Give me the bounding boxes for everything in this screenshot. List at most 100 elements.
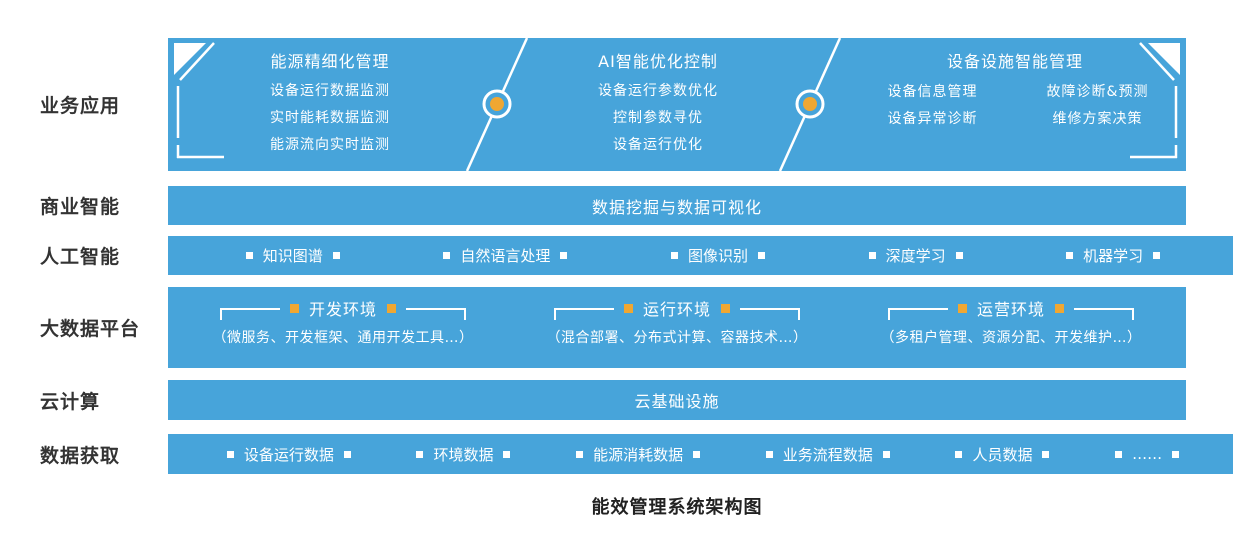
ai-item-label: 自然语言处理 [460,247,551,265]
column-item: 故障诊断&预测 [1046,84,1149,100]
bullet-square-icon [882,450,890,458]
column-item: 维修方案决策 [1052,111,1143,127]
column-item: 设备运行数据监测 [270,83,390,99]
bullet-square-icon [332,252,340,259]
orange-square-icon [623,303,633,313]
ai-item: 图像识别 [670,245,765,266]
bullet-square-icon [245,252,253,259]
bigdata-group-detail: （微服务、开发框架、通用开发工具…） [212,330,474,346]
bigdata-group-title: 开发环境 [308,300,377,319]
row-label-cloud-computing: 云计算 [40,390,101,413]
band-title: 云基础设施 [634,392,720,411]
ai-item: 自然语言处理 [443,245,568,266]
diagram-caption: 能效管理系统架构图 [591,497,763,518]
bullet-square-icon [757,252,765,259]
bullet-square-icon [868,252,876,259]
data-item: …… [1115,445,1180,463]
bigdata-group-dev: 开发环境 （微服务、开发框架、通用开发工具…） [178,296,508,347]
business-app-column-facility: 设备设施智能管理 设备信息管理 故障诊断&预测 设备异常诊断 维修方案决策 [850,49,1180,133]
bullet-square-icon [1153,252,1161,259]
bigdata-group-title-row: 运行环境 [512,296,842,320]
orange-square-icon [721,303,730,313]
bigdata-group-title-row: 开发环境 [178,296,508,320]
bracket-right-icon [1074,308,1134,320]
connector-ring-icon [482,89,512,119]
column-title: 能源精细化管理 [270,52,390,71]
data-item-label: 能源消耗数据 [593,445,684,464]
bullet-square-icon [443,252,451,259]
column-title: 设备设施智能管理 [946,52,1083,71]
bullet-square-icon [576,450,584,458]
band-data-acquisition: 设备运行数据 环境数据 能源消耗数据 业务流程数据 人员数据 …… [168,434,1233,474]
bullet-square-icon [670,252,678,259]
bigdata-group-title: 运行环境 [642,300,711,319]
data-item: 业务流程数据 [765,444,890,465]
bullet-square-icon [693,450,701,458]
bullet-square-icon [1066,252,1074,259]
column-item-grid: 设备信息管理 故障诊断&预测 设备异常诊断 维修方案决策 [850,79,1180,133]
row-label-business-app: 业务应用 [40,95,121,117]
column-item: 设备运行优化 [613,137,703,153]
row-label-artificial-intelligence: 人工智能 [40,246,121,268]
row-label-big-data-platform: 大数据平台 [40,318,141,340]
row-label-business-intelligence: 商业智能 [40,196,121,218]
data-item-label: 人员数据 [972,445,1033,464]
band-title: 数据挖掘与数据可视化 [591,197,762,217]
column-item: 能源流向实时监测 [270,137,390,153]
business-app-column-ai-control: AI智能优化控制 设备运行参数优化 控制参数寻优 设备运行优化 [508,49,808,159]
bullet-square-icon [955,450,963,458]
data-item: 人员数据 [955,444,1050,465]
column-title: AI智能优化控制 [598,52,718,71]
band-business-intelligence: 数据挖掘与数据可视化 [168,186,1186,225]
data-item-label: 环境数据 [433,445,494,464]
bigdata-group-operations: 运营环境 （多租户管理、资源分配、开发维护…） [846,296,1176,347]
row-label-data-acquisition: 数据获取 [40,444,121,467]
column-item: 设备异常诊断 [887,111,978,127]
column-item: 实时能耗数据监测 [270,110,390,126]
bullet-square-icon [1115,450,1123,458]
bracket-right-icon [740,308,800,320]
ai-item: 知识图谱 [245,245,340,266]
bracket-left-icon [219,308,280,320]
column-item: 设备运行参数优化 [598,83,718,99]
bigdata-group-detail: （多租户管理、资源分配、开发维护…） [880,330,1142,346]
ai-item-label: 知识图谱 [262,247,323,265]
bullet-square-icon [416,450,424,458]
ai-item-label: 图像识别 [687,247,748,265]
data-item: 环境数据 [416,444,511,465]
data-item-label: 业务流程数据 [782,445,873,464]
band-cloud-computing: 云基础设施 [168,380,1186,420]
data-item: 设备运行数据 [226,444,351,465]
orange-square-icon [957,303,967,313]
ai-item-label: 机器学习 [1083,247,1144,265]
ai-item: 深度学习 [868,245,963,266]
bullet-square-icon [955,252,963,259]
column-item: 设备信息管理 [887,84,978,100]
band-artificial-intelligence: 知识图谱 自然语言处理 图像识别 深度学习 机器学习 [168,236,1233,275]
column-item: 控制参数寻优 [613,110,703,126]
bigdata-group-runtime: 运行环境 （混合部署、分布式计算、容器技术…） [512,296,842,347]
bigdata-group-title: 运营环境 [976,300,1045,319]
ai-item: 机器学习 [1066,245,1161,266]
bullet-square-icon [560,252,568,259]
band-business-app: 能源精细化管理 设备运行数据监测 实时能耗数据监测 能源流向实时监测 AI智能优… [168,38,1186,171]
bracket-right-icon [406,308,466,320]
bullet-square-icon [226,450,234,458]
bullet-square-icon [1042,450,1050,458]
orange-square-icon [1055,303,1064,313]
orange-square-icon [387,303,396,313]
orange-square-icon [289,303,299,313]
bigdata-group-title-row: 运营环境 [846,296,1176,320]
bigdata-group-detail: （混合部署、分布式计算、容器技术…） [546,330,808,346]
data-item-label: 设备运行数据 [243,445,334,464]
data-item: 能源消耗数据 [576,444,701,465]
bracket-left-icon [553,308,614,320]
bullet-square-icon [503,450,511,458]
bracket-left-icon [887,308,948,320]
business-app-column-energy: 能源精细化管理 设备运行数据监测 实时能耗数据监测 能源流向实时监测 [180,49,480,159]
bullet-square-icon [1172,450,1180,458]
ai-item-label: 深度学习 [885,247,946,265]
band-big-data-platform: 开发环境 （微服务、开发框架、通用开发工具…） 运行环境 （混合部署、分布式计算… [168,287,1186,368]
bullet-square-icon [765,450,773,458]
